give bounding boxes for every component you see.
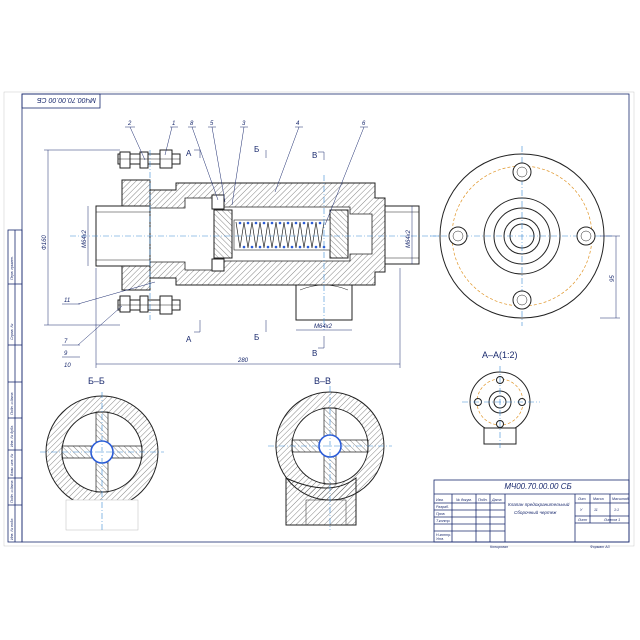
title-block-lit-header: Лит. xyxy=(577,497,586,501)
callout-7: 7 xyxy=(64,339,68,345)
end-view-bolts xyxy=(448,162,596,310)
bottom-bolt xyxy=(117,295,181,315)
title-block-header-sign: Подп. xyxy=(478,498,488,502)
title-block-header-date: Дата xyxy=(491,498,501,502)
cut-mark-v-top: В xyxy=(312,151,317,160)
section-aa: А–А(1:2) xyxy=(462,350,540,448)
section-bb-title: Б–Б xyxy=(88,376,105,386)
cut-mark-a-bottom: А xyxy=(186,335,192,344)
cut-mark-b-top: Б xyxy=(254,145,259,154)
title-block-role-tcontr: Т.контр. xyxy=(436,519,451,523)
dim-overall-length: 280 xyxy=(237,358,249,364)
stamp-primary-use: Перв. примен. xyxy=(10,256,14,280)
dim-bottom-thread: М64х2 xyxy=(314,324,333,330)
outlet-pipe xyxy=(384,205,420,265)
copied-label: Копировал xyxy=(490,545,508,549)
callout-5: 5 xyxy=(210,121,214,127)
stamp-reference-no: Справ. № xyxy=(10,324,14,340)
title-block-header-izm: Изм. xyxy=(436,498,444,502)
callout-8: 8 xyxy=(190,121,194,127)
callout-11: 11 xyxy=(64,298,70,304)
title-block-role-check: Пров. xyxy=(436,512,445,516)
stamp-sign-date-1: Подп. и дата xyxy=(10,393,14,416)
dim-inlet-thread: М64х2 xyxy=(82,229,88,248)
section-vv: В–В xyxy=(268,376,392,530)
callout-4: 4 xyxy=(296,121,300,127)
stamp-replaced-inv: Взам. инв. № xyxy=(10,454,14,476)
title-block-role-ncontr: Н.контр. xyxy=(436,533,451,537)
main-section-view xyxy=(70,149,440,330)
guide-bush xyxy=(329,209,349,259)
left-side-stamp: Перв. примен. Справ. № Подп. и дата Инв.… xyxy=(7,229,23,543)
title-block-sheets: Листов 1 xyxy=(603,518,620,522)
mirrored-designation-box: МЧ00.70.00.00 СБ xyxy=(21,93,101,109)
end-view: 95 xyxy=(430,146,620,326)
dim-outlet-thread: М64х2 xyxy=(406,229,412,248)
dim-end-view-height: 95 xyxy=(610,275,616,282)
cut-mark-b-bottom: Б xyxy=(254,333,259,342)
title-block-title: Клапан предохранительный xyxy=(508,501,570,507)
part-callouts: 2 1 8 5 3 4 6 11 7 9 10 xyxy=(62,121,368,369)
title-block-header-docnum: № докум. xyxy=(456,498,472,502)
cut-mark-v-bottom: В xyxy=(312,349,317,358)
title-block-scale: 1:1 xyxy=(614,508,619,512)
title-block: МЧ00.70.00.00 СБ Изм. № докум. Подп. Дат… xyxy=(433,479,630,543)
format-label: Формат A3 xyxy=(590,545,610,549)
callout-3: 3 xyxy=(242,121,246,127)
section-cut-marks: А А Б Б В В xyxy=(186,145,325,358)
top-bolt xyxy=(117,149,181,169)
title-block-subtitle: Сборочный чертеж xyxy=(514,509,557,515)
stamp-dup-inv: Инв. № дубл. xyxy=(10,425,14,447)
title-block-role-dev: Разраб. xyxy=(436,505,449,509)
callout-6: 6 xyxy=(362,121,366,127)
callout-10: 10 xyxy=(64,363,71,369)
title-block-letter: У xyxy=(580,508,583,512)
stamp-original-inv: Инв. № подл. xyxy=(10,518,14,540)
callout-9: 9 xyxy=(64,351,68,357)
stamp-sign-date-2: Подп. и дата xyxy=(10,481,14,504)
title-block-mass-header: Масса xyxy=(593,497,604,501)
spring xyxy=(233,219,331,251)
title-block-role-approve: Утв. xyxy=(436,537,444,541)
section-vv-title: В–В xyxy=(314,376,331,386)
dim-flange-diameter: Ф160 xyxy=(42,235,48,250)
spring-seat xyxy=(213,209,233,259)
valve-disc xyxy=(211,194,225,210)
title-block-scale-header: Масштаб xyxy=(612,497,630,501)
callout-1: 1 xyxy=(172,121,175,127)
cut-mark-a-top: А xyxy=(186,149,192,158)
title-block-designation: МЧ00.70.00.00 СБ xyxy=(504,482,571,491)
section-aa-title: А–А(1:2) xyxy=(482,350,518,360)
section-bb: Б–Б xyxy=(40,376,164,532)
title-block-sheet: Лист xyxy=(577,518,587,522)
title-block-mass: 11 xyxy=(594,508,598,512)
mirrored-designation: МЧ00.70.00.00 СБ xyxy=(37,96,96,103)
main-view-dimensions: Ф160 М64х2 М64х2 М64х2 280 xyxy=(42,149,413,368)
callout-2: 2 xyxy=(127,121,132,127)
